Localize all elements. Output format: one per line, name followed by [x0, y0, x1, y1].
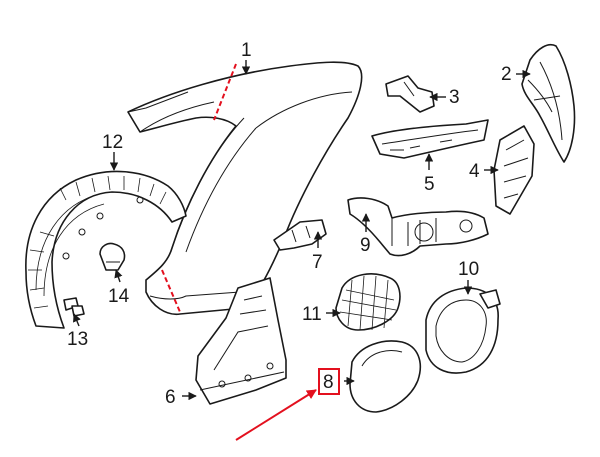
highlight-box [318, 368, 340, 395]
part-filler-housing[interactable] [425, 287, 501, 374]
part-filler-pipe[interactable] [347, 197, 489, 257]
highlight-part-8 [235, 368, 340, 441]
callout-6: 6 [165, 387, 176, 408]
part-grille[interactable] [335, 273, 401, 331]
callout-10: 10 [458, 259, 479, 280]
callout-14: 14 [108, 286, 130, 307]
part-quarter-panel[interactable] [127, 61, 363, 316]
part-upper-reinforcement[interactable] [521, 44, 576, 163]
callout-13: 13 [67, 329, 88, 350]
callout-8: 8 [323, 372, 334, 393]
highlight-pointer-arrow [235, 389, 317, 441]
callout-labels: 1 2 3 4 5 6 7 8 9 10 11 12 13 14 [67, 40, 512, 408]
callout-9: 9 [360, 235, 371, 256]
part-bolt[interactable] [63, 297, 85, 317]
part-wheel-liner[interactable] [25, 170, 187, 329]
callout-3: 3 [449, 87, 460, 108]
part-bracket[interactable] [385, 75, 435, 113]
part-clip[interactable] [99, 242, 126, 271]
callout-11: 11 [302, 304, 322, 325]
callout-1: 1 [241, 40, 252, 61]
callout-12: 12 [102, 132, 123, 153]
callout-4: 4 [469, 161, 480, 182]
callout-7: 7 [312, 252, 323, 273]
leader-lines [73, 60, 531, 401]
part-lower-panel[interactable] [195, 277, 287, 405]
callout-2: 2 [501, 64, 512, 85]
part-rail[interactable] [371, 119, 489, 159]
part-fuel-door[interactable] [349, 340, 422, 413]
callout-5: 5 [424, 174, 435, 195]
part-inner-panel[interactable] [493, 125, 535, 215]
